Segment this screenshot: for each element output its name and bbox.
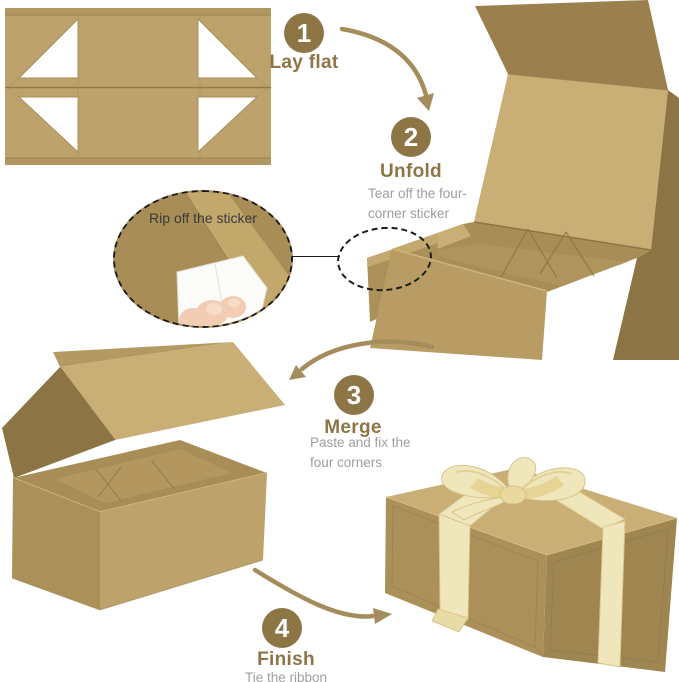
box-lid xyxy=(474,0,669,250)
step-4-number: 4 xyxy=(274,613,290,643)
step-1-number: 1 xyxy=(296,18,312,48)
box-left-face xyxy=(12,478,100,610)
step-3-badge: 3 xyxy=(334,375,374,415)
ribbon-bow xyxy=(441,457,586,521)
step-3-number: 3 xyxy=(346,380,362,410)
step-2-title: Unfold xyxy=(380,161,442,182)
step-4-title: Finish xyxy=(257,649,315,670)
step-3-title: Merge xyxy=(324,417,382,438)
finish-box-illustration xyxy=(385,457,678,672)
lid-seam-left xyxy=(391,505,539,648)
callout-connector-line xyxy=(292,256,340,257)
step-2-subtitle: Tear off the four- corner sticker xyxy=(368,186,467,221)
arrow-step2-to-step3-icon xyxy=(289,339,435,380)
unfold-box-illustration xyxy=(367,0,679,360)
flat-box-illustration xyxy=(5,8,271,165)
arrow-step1-to-step2-icon xyxy=(339,26,434,111)
box-right-wall xyxy=(613,90,679,360)
box-lid xyxy=(2,342,285,478)
corner-crease-lines xyxy=(95,460,175,502)
step-4-subtitle: Tie the ribbon xyxy=(244,670,328,682)
step-2-number: 2 xyxy=(403,122,419,152)
sticker-magnifier-bubble: Rip off the sticker xyxy=(113,190,293,328)
lid-seam-right xyxy=(549,528,669,663)
magnifier-label: Rip off the sticker xyxy=(149,210,257,226)
corner-cutouts xyxy=(17,17,259,154)
merge-box-illustration xyxy=(2,342,285,611)
box-front-wall xyxy=(370,248,548,360)
step-1-badge: 1 xyxy=(284,13,324,53)
bow-sheen xyxy=(470,476,564,500)
box-right-face xyxy=(100,473,267,610)
step-2-badge: 2 xyxy=(391,117,431,157)
fingers xyxy=(179,296,246,326)
step-3-subtitle: Paste and fix the four corners xyxy=(310,435,411,470)
step-1-title: Lay flat xyxy=(269,52,339,73)
arrow-step3-to-step4-icon xyxy=(252,567,392,624)
bow-knot xyxy=(499,485,527,505)
step-4-badge: 4 xyxy=(262,608,302,648)
corner-crease-lines xyxy=(500,228,595,279)
magnifier-closeup-illustration xyxy=(115,192,291,326)
